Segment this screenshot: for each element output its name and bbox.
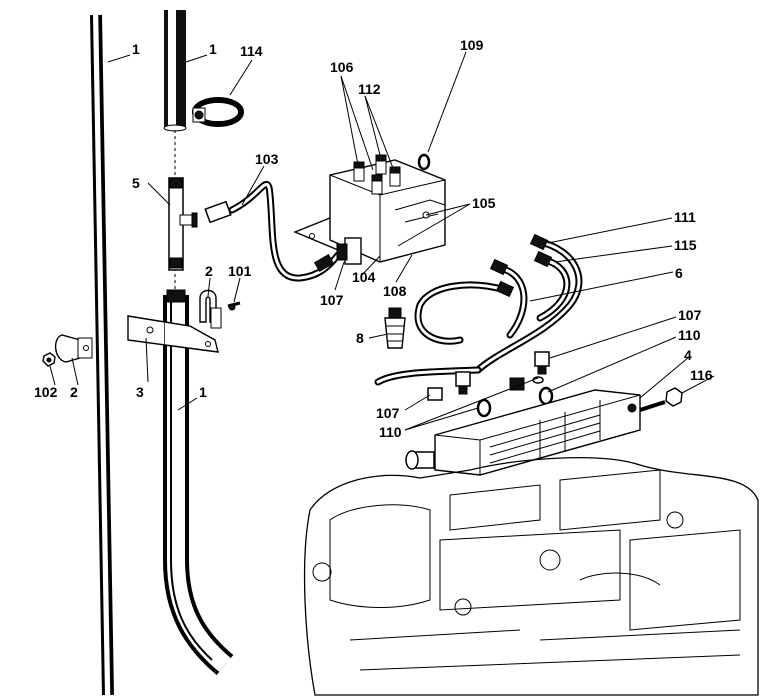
callout-107-a: 107 xyxy=(320,292,344,308)
nut-116 xyxy=(665,387,683,407)
callout-1-c: 1 xyxy=(199,384,207,400)
callout-112: 112 xyxy=(358,81,381,97)
callout-1-a: 1 xyxy=(132,41,140,57)
engine-background xyxy=(303,457,759,696)
muffler-8 xyxy=(384,307,406,349)
callout-106: 106 xyxy=(330,59,354,75)
callouts: 1 1 114 109 106 112 103 5 105 2 101 107 … xyxy=(34,37,713,440)
hose-clamp xyxy=(192,97,244,127)
hose-103 xyxy=(204,180,342,282)
callout-5: 5 xyxy=(132,175,140,191)
callout-8: 8 xyxy=(356,330,364,346)
lower-tube xyxy=(163,289,234,675)
callout-108: 108 xyxy=(383,283,407,299)
valve-block xyxy=(293,154,446,265)
callout-101: 101 xyxy=(228,263,252,279)
upper-tube xyxy=(163,10,187,132)
callout-104: 104 xyxy=(352,269,376,285)
air-hoses xyxy=(374,233,583,386)
long-tube-left xyxy=(90,14,114,696)
leader-lines xyxy=(49,51,715,431)
callout-111: 111 xyxy=(674,209,696,225)
callout-114: 114 xyxy=(240,43,263,59)
callout-2-a: 2 xyxy=(205,263,213,279)
fittings-107 xyxy=(427,351,550,401)
screw-101 xyxy=(227,301,241,311)
callout-3: 3 xyxy=(136,384,144,400)
callout-109: 109 xyxy=(460,37,484,53)
callout-110-a: 110 xyxy=(678,327,701,343)
bracket xyxy=(127,315,219,353)
air-cylinder xyxy=(405,389,666,476)
tee-fitting xyxy=(168,177,198,271)
callout-103: 103 xyxy=(255,151,279,167)
nut-102 xyxy=(42,352,56,367)
clip-upper xyxy=(199,289,222,329)
callout-6: 6 xyxy=(675,265,683,281)
callout-102: 102 xyxy=(34,384,58,400)
callout-4: 4 xyxy=(684,347,692,363)
callout-115: 115 xyxy=(674,237,697,253)
callout-105: 105 xyxy=(472,195,496,211)
callout-107-b: 107 xyxy=(678,307,702,323)
clip-lower xyxy=(55,334,93,363)
o-ring-109 xyxy=(417,153,431,171)
callout-116: 116 xyxy=(690,367,713,383)
callout-110-b: 110 xyxy=(379,424,402,440)
callout-107-c: 107 xyxy=(376,405,400,421)
callout-1-b: 1 xyxy=(209,41,217,57)
callout-2-b: 2 xyxy=(70,384,78,400)
